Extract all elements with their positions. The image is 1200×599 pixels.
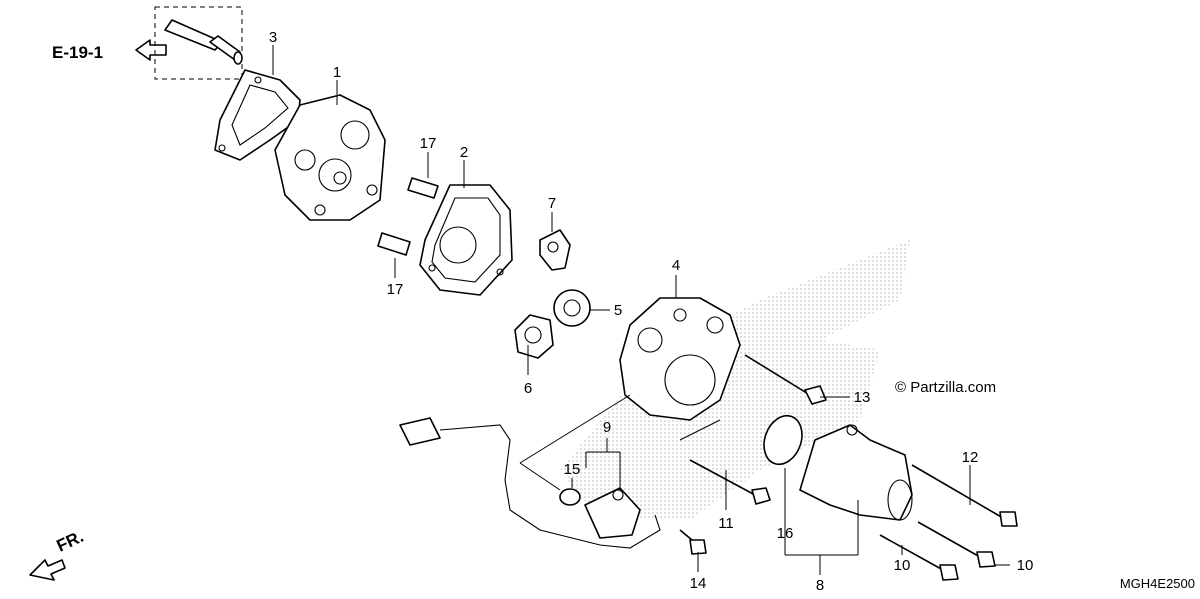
reference-label: E-19-1: [52, 43, 103, 62]
part-2-gasket: [419, 184, 513, 296]
callout-6: 6: [524, 380, 532, 397]
part-10-bolt-upper: [917, 521, 996, 568]
diagram-code: MGH4E2500: [1120, 576, 1195, 591]
part-15-o-ring: [559, 488, 581, 506]
callout-2: 2: [460, 144, 468, 161]
leader-lines: [272, 45, 1010, 575]
part-7-lever: [539, 229, 571, 271]
callout-3: 3: [269, 29, 277, 46]
part-17-dowel-pin-upper: [407, 177, 439, 199]
callout-17-lower: 17: [387, 281, 404, 298]
shaft-detail-box: [154, 6, 243, 80]
part-4-cover: [619, 297, 741, 421]
callout-11: 11: [718, 515, 734, 532]
part-9-sensor: [399, 417, 661, 549]
part-3-gasket: [214, 69, 301, 161]
callout-12: 12: [962, 449, 979, 466]
part-17-dowel-pin-lower: [377, 232, 411, 256]
part-14-bolt: [679, 529, 707, 555]
callout-10-bottom: 10: [894, 557, 911, 574]
callout-14: 14: [690, 575, 707, 592]
part-12-bolt: [911, 464, 1018, 527]
callout-13: 13: [854, 389, 871, 406]
callout-1: 1: [333, 64, 341, 81]
part-11-bolt: [689, 459, 771, 505]
part-6-gear: [514, 314, 554, 359]
reference-arrow: E-19-1: [52, 39, 167, 62]
callout-7: 7: [548, 195, 556, 212]
watermark-logo: [560, 240, 910, 520]
callout-10-right: 10: [1017, 557, 1034, 574]
part-5-gear: [553, 289, 591, 327]
part-8-motor: [799, 424, 913, 521]
part-10-bolt-lower: [879, 534, 959, 581]
part-13-bolt: [744, 354, 827, 405]
callout-4: 4: [672, 257, 680, 274]
part-1-housing: [274, 94, 386, 221]
part-16-o-ring: [763, 414, 803, 466]
callout-15: 15: [564, 461, 581, 478]
front-marker-label: FR.: [54, 527, 87, 556]
watermark-text: © Partzilla.com: [895, 379, 996, 396]
callout-16: 16: [777, 525, 794, 542]
callouts: 1 2 3 4 5 6 7 8 9 10 10 11 12 13 14 15 1…: [269, 29, 1034, 594]
callout-9: 9: [603, 419, 611, 436]
callout-17-upper: 17: [420, 135, 437, 152]
front-direction-arrow: FR.: [29, 527, 87, 581]
callout-5: 5: [614, 302, 622, 319]
callout-8: 8: [816, 577, 824, 594]
